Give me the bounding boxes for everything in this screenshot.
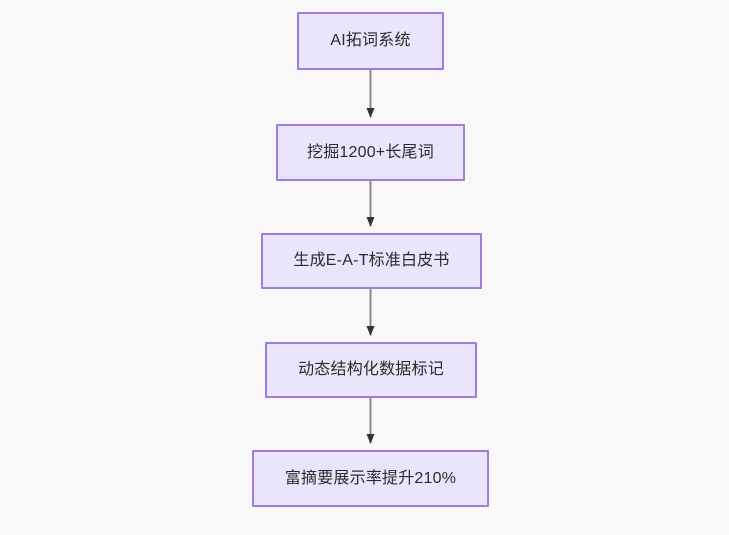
flow-node-label: AI拓词系统 xyxy=(330,32,411,50)
flow-node-dynamic-structured-data-markup[interactable]: 动态结构化数据标记 xyxy=(265,342,477,398)
flow-node-label: 富摘要展示率提升210% xyxy=(284,469,457,487)
flow-node-label: 动态结构化数据标记 xyxy=(298,361,444,379)
flow-node-label: 挖掘1200+长尾词 xyxy=(307,143,434,161)
flow-node-generate-eat-whitepaper[interactable]: 生成E-A-T标准白皮书 xyxy=(261,233,482,289)
flow-node-ai-keyword-system[interactable]: AI拓词系统 xyxy=(297,12,444,70)
flow-node-rich-snippet-ctr-lift[interactable]: 富摘要展示率提升210% xyxy=(252,450,489,507)
flow-node-label: 生成E-A-T标准白皮书 xyxy=(293,252,450,270)
flow-node-mine-longtail-keywords[interactable]: 挖掘1200+长尾词 xyxy=(276,124,465,181)
